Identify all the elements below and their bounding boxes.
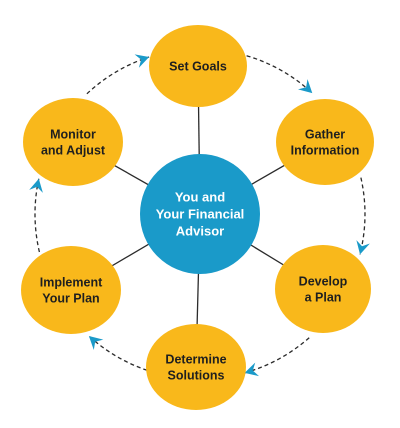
node-label: Set Goals bbox=[169, 60, 227, 74]
node-bubble bbox=[276, 99, 374, 185]
node-develop-a-plan: Develop a Plan bbox=[275, 245, 371, 333]
connector-monitor-and-adjust-to-set-goals bbox=[86, 56, 150, 95]
arrow-icon bbox=[244, 362, 259, 377]
arrow-icon bbox=[29, 178, 43, 193]
cycle-connectors bbox=[29, 54, 370, 377]
node-label: Implement bbox=[40, 276, 103, 290]
node-label: a Plan bbox=[305, 291, 342, 305]
connector-set-goals-to-gather-information bbox=[246, 55, 313, 94]
arrow-icon bbox=[356, 240, 370, 255]
connector-implement-your-plan-to-monitor-and-adjust bbox=[34, 178, 41, 253]
arrow-icon bbox=[298, 79, 313, 94]
node-label: Monitor bbox=[50, 128, 96, 142]
connector-develop-a-plan-to-determine-solutions bbox=[244, 337, 310, 374]
node-label: Information bbox=[291, 144, 360, 158]
node-label: Gather bbox=[305, 128, 345, 142]
node-monitor-and-adjust: Monitor and Adjust bbox=[23, 98, 123, 186]
node-label: Solutions bbox=[168, 369, 225, 383]
node-label: Your Plan bbox=[42, 292, 99, 306]
node-bubble bbox=[23, 98, 123, 186]
node-bubble bbox=[21, 246, 121, 334]
node-bubble bbox=[146, 324, 246, 410]
arrow-icon bbox=[88, 336, 104, 350]
center-label: Advisor bbox=[176, 224, 224, 239]
node-label: Develop bbox=[299, 275, 348, 289]
center-label: Your Financial bbox=[156, 207, 245, 222]
center-label: You and bbox=[175, 190, 225, 205]
connector-determine-solutions-to-implement-your-plan bbox=[88, 335, 148, 371]
node-bubble bbox=[149, 25, 247, 107]
center-bubble bbox=[140, 154, 260, 274]
node-label: Determine bbox=[165, 353, 226, 367]
node-label: and Adjust bbox=[41, 144, 106, 158]
node-bubble bbox=[275, 245, 371, 333]
connector-gather-information-to-develop-a-plan bbox=[359, 177, 366, 255]
arrow-icon bbox=[134, 54, 150, 68]
node-set-goals: Set Goals bbox=[149, 25, 247, 107]
